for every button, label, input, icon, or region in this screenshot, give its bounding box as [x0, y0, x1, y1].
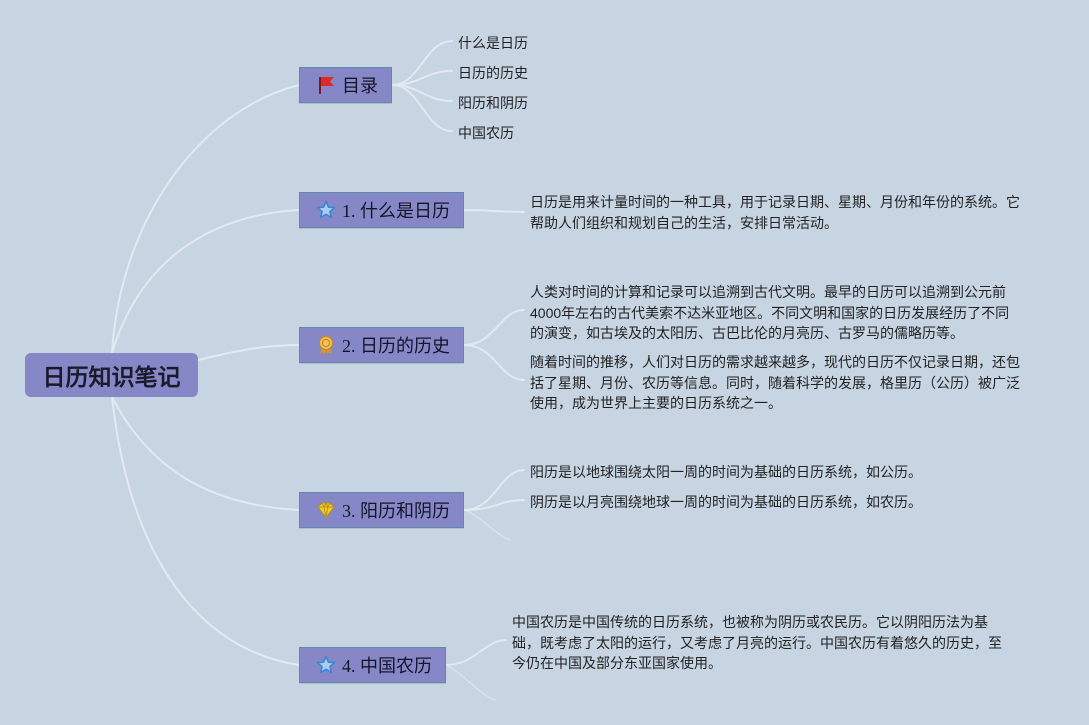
diamond-icon: [316, 500, 336, 520]
red-flag-icon: [316, 75, 336, 95]
topic-section-4[interactable]: 4. 中国农历: [299, 647, 446, 683]
connector-root-toc: [111, 84, 300, 354]
topic-section-2[interactable]: 2. 日历的历史: [299, 327, 464, 363]
root-label: 日历知识笔记: [42, 364, 181, 390]
connector-sec4-para: [445, 639, 507, 666]
connector-root-sec4: [111, 396, 300, 666]
connector-root-sec1: [111, 209, 300, 354]
toc-item-4[interactable]: 中国农历: [458, 125, 514, 141]
connector-sec3-tail: [463, 509, 511, 541]
connector-root-sec2: [197, 344, 300, 361]
topic-toc-label: 目录: [342, 76, 378, 96]
connector-sec1-para: [463, 209, 525, 213]
topic-section-2-label: 2. 日历的历史: [342, 336, 450, 356]
connector-root-sec3: [111, 396, 300, 511]
topic-toc[interactable]: 目录: [299, 67, 392, 103]
section-4-paragraph-1: 中国农历是中国传统的日历系统，也被称为阴历或农民历。它以阴阳历法为基础，既考虑了…: [512, 614, 1002, 671]
connector-sec2-para2: [463, 344, 525, 381]
connector-toc-item4: [391, 84, 453, 132]
connector-sec2-para1: [463, 309, 525, 346]
toc-item-3[interactable]: 阳历和阴历: [458, 95, 528, 111]
root-node[interactable]: 日历知识笔记: [25, 353, 198, 397]
connector-sec3-para1: [463, 469, 525, 511]
section-2-paragraph-1: 人类对时间的计算和记录可以追溯到古代文明。最早的日历可以追溯到公元前4000年左…: [530, 284, 1010, 341]
connector-sec4-tail: [445, 664, 496, 701]
topic-section-3-label: 3. 阳历和阴历: [342, 501, 450, 521]
star-icon: [316, 655, 336, 675]
award-medal-icon: [316, 335, 336, 355]
toc-item-2[interactable]: 日历的历史: [458, 65, 528, 81]
connector-sec3-para2: [463, 499, 525, 511]
section-3-paragraph-1: 阳历是以地球围绕太阳一周的时间为基础的日历系统，如公历。: [530, 464, 922, 480]
section-3-paragraph-2: 阴历是以月亮围绕地球一周的时间为基础的日历系统，如农历。: [530, 494, 922, 510]
topic-section-1[interactable]: 1. 什么是日历: [299, 192, 464, 228]
section-1-paragraph-1: 日历是用来计量时间的一种工具，用于记录日期、星期、月份和年份的系统。它帮助人们组…: [530, 194, 1020, 231]
topic-section-1-label: 1. 什么是日历: [342, 201, 450, 221]
topic-section-4-label: 4. 中国农历: [342, 656, 432, 676]
section-2-paragraph-2: 随着时间的推移，人们对日历的需求越来越多，现代的日历不仅记录日期，还包括了星期、…: [530, 354, 1020, 411]
toc-item-1[interactable]: 什么是日历: [458, 35, 528, 51]
topic-section-3[interactable]: 3. 阳历和阴历: [299, 492, 464, 528]
star-icon: [316, 200, 336, 220]
